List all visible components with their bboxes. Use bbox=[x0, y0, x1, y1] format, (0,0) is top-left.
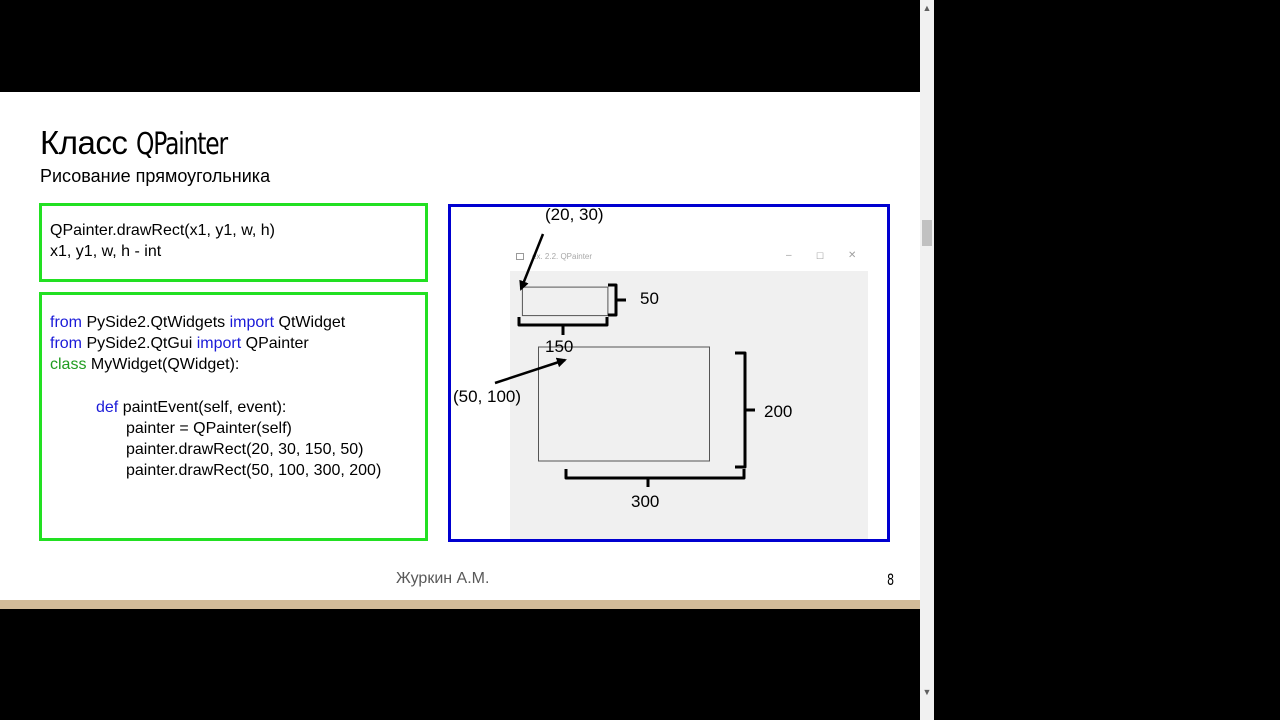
label-width-small: 150 bbox=[545, 337, 574, 356]
keyword: def bbox=[96, 399, 119, 416]
vertical-scrollbar[interactable]: ▲ ▼ bbox=[920, 0, 934, 720]
arrow-to-point1 bbox=[519, 233, 545, 291]
brace-v-large bbox=[735, 351, 755, 469]
scroll-thumb[interactable] bbox=[922, 220, 932, 246]
keyword: import bbox=[196, 335, 242, 352]
title-word: Класс bbox=[40, 124, 128, 161]
title-class-name: QPainter bbox=[136, 127, 228, 162]
code-text: PySide2.QtGui bbox=[82, 335, 197, 352]
brace-h-large bbox=[564, 469, 746, 487]
keyword: import bbox=[229, 314, 275, 331]
code-line: class MyWidget(QWidget): bbox=[50, 356, 239, 374]
video-viewer: Класс QPainter Рисование прямоугольника … bbox=[0, 92, 920, 609]
code-text: QPainter bbox=[241, 335, 309, 352]
scroll-up-icon[interactable]: ▲ bbox=[922, 3, 932, 13]
brace-v-small bbox=[608, 283, 626, 317]
signature-box: QPainter.drawRect(x1, y1, w, h) x1, y1, … bbox=[39, 203, 428, 282]
code-box: from PySide2.QtWidgets import QtWidget f… bbox=[39, 292, 428, 541]
code-text: paintEvent(self, event): bbox=[118, 399, 287, 416]
drawn-rect-small bbox=[521, 286, 609, 317]
code-line: painter.drawRect(20, 30, 150, 50) bbox=[126, 441, 364, 458]
signature-line: QPainter.drawRect(x1, y1, w, h) bbox=[50, 222, 275, 239]
annotation-overlay bbox=[494, 233, 755, 487]
code-line: painter.drawRect(50, 100, 300, 200) bbox=[126, 462, 382, 479]
drawn-rect-large bbox=[538, 346, 710, 462]
slide-title: Класс QPainter bbox=[40, 124, 253, 162]
slide-subtitle: Рисование прямоугольника bbox=[40, 166, 271, 186]
brace-h-small bbox=[517, 317, 609, 335]
slide-author: Журкин А.М. bbox=[396, 570, 490, 587]
code-text: MyWidget(QWidget): bbox=[86, 356, 240, 373]
window-icon bbox=[516, 253, 524, 260]
code-line: from PySide2.QtGui import QPainter bbox=[50, 335, 309, 353]
arrow-to-point2 bbox=[494, 357, 567, 385]
label-width-large: 300 bbox=[631, 492, 660, 511]
qt-window-screenshot: ex. 2.2. QPainter – ☐ ✕ bbox=[510, 245, 868, 539]
keyword: from bbox=[50, 314, 82, 331]
slide-page-number: 8 bbox=[887, 570, 895, 589]
demo-box: ex. 2.2. QPainter – ☐ ✕ bbox=[448, 204, 890, 542]
qt-window-title: ex. 2.2. QPainter bbox=[532, 252, 593, 261]
scroll-down-icon[interactable]: ▼ bbox=[922, 687, 932, 697]
code-line: from PySide2.QtWidgets import QtWidget bbox=[50, 314, 345, 332]
label-height-large: 200 bbox=[764, 402, 793, 421]
label-height-small: 50 bbox=[640, 289, 659, 308]
label-point2: (50, 100) bbox=[453, 387, 522, 406]
close-icon: ✕ bbox=[848, 250, 857, 261]
slide: Класс QPainter Рисование прямоугольника … bbox=[0, 92, 920, 600]
label-point1: (20, 30) bbox=[545, 205, 604, 224]
minimize-icon: – bbox=[786, 250, 792, 261]
keyword: from bbox=[50, 335, 82, 352]
qt-titlebar: ex. 2.2. QPainter – ☐ ✕ bbox=[510, 245, 868, 271]
maximize-icon: ☐ bbox=[816, 251, 825, 261]
code-line: def paintEvent(self, event): bbox=[96, 399, 286, 417]
code-text: QtWidget bbox=[274, 314, 346, 331]
code-line: painter = QPainter(self) bbox=[126, 420, 292, 437]
slide-footer-bar bbox=[0, 600, 920, 609]
keyword: class bbox=[50, 356, 87, 373]
signature-line: x1, y1, w, h - int bbox=[50, 243, 162, 260]
code-text: PySide2.QtWidgets bbox=[82, 314, 230, 331]
